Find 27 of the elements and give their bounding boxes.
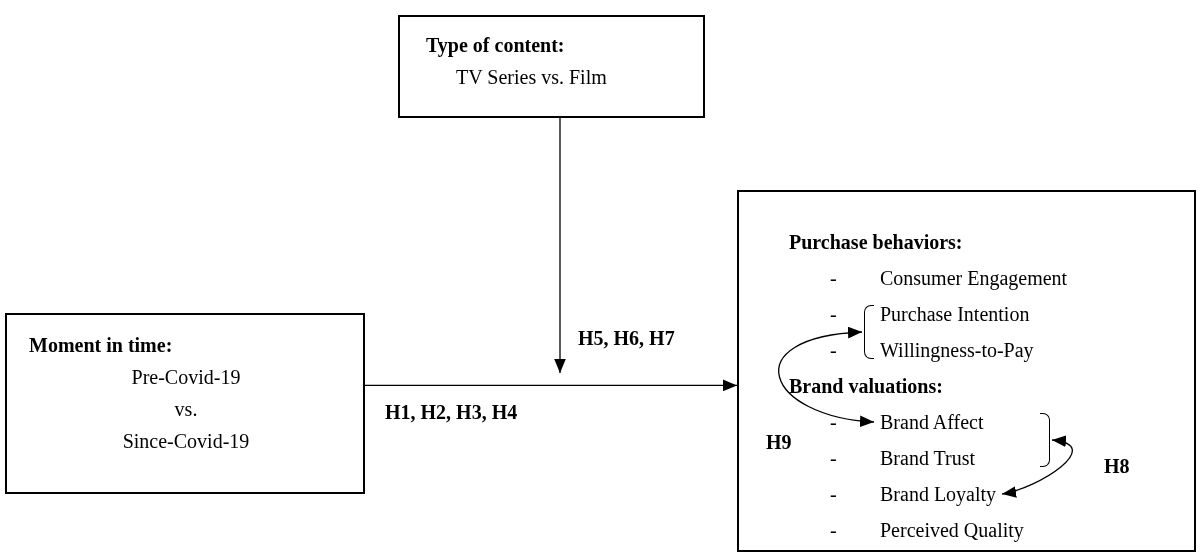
list-item: Willingness-to-Pay (880, 332, 1034, 368)
arrow (364, 379, 738, 392)
list-bullet: - (830, 302, 837, 327)
box-text: Brand valuations: (789, 374, 943, 399)
list-item: Brand Affect (880, 404, 984, 440)
list-bullet: - (830, 266, 837, 291)
content-type-box (398, 15, 705, 118)
list-bullet: - (830, 482, 837, 507)
box-text: Pre-Covid-19 vs. Since-Covid-19 (121, 365, 251, 454)
box-heading: Moment in time: (29, 333, 173, 358)
list-item: Consumer Engagement (880, 260, 1068, 296)
list-bullet: - (830, 410, 837, 435)
double-arrow (1001, 436, 1073, 497)
outcomes-panel (737, 190, 1196, 552)
list-item: Purchase Intention (880, 296, 1030, 332)
box-heading: Purchase behaviors: (789, 230, 963, 255)
list-bullet: - (830, 518, 837, 543)
list-item: Brand Trust (880, 440, 976, 476)
moment-box (5, 313, 365, 494)
list-item: Brand Loyalty (880, 476, 997, 512)
list-bullet: - (830, 338, 837, 363)
double-arrow (778, 327, 875, 427)
arrow (554, 117, 566, 374)
box-text: TV Series vs. Film (456, 65, 607, 90)
box-heading: Type of content: (426, 33, 565, 59)
list-item: Perceived Quality (880, 512, 1024, 548)
list-bullet: - (830, 446, 837, 471)
